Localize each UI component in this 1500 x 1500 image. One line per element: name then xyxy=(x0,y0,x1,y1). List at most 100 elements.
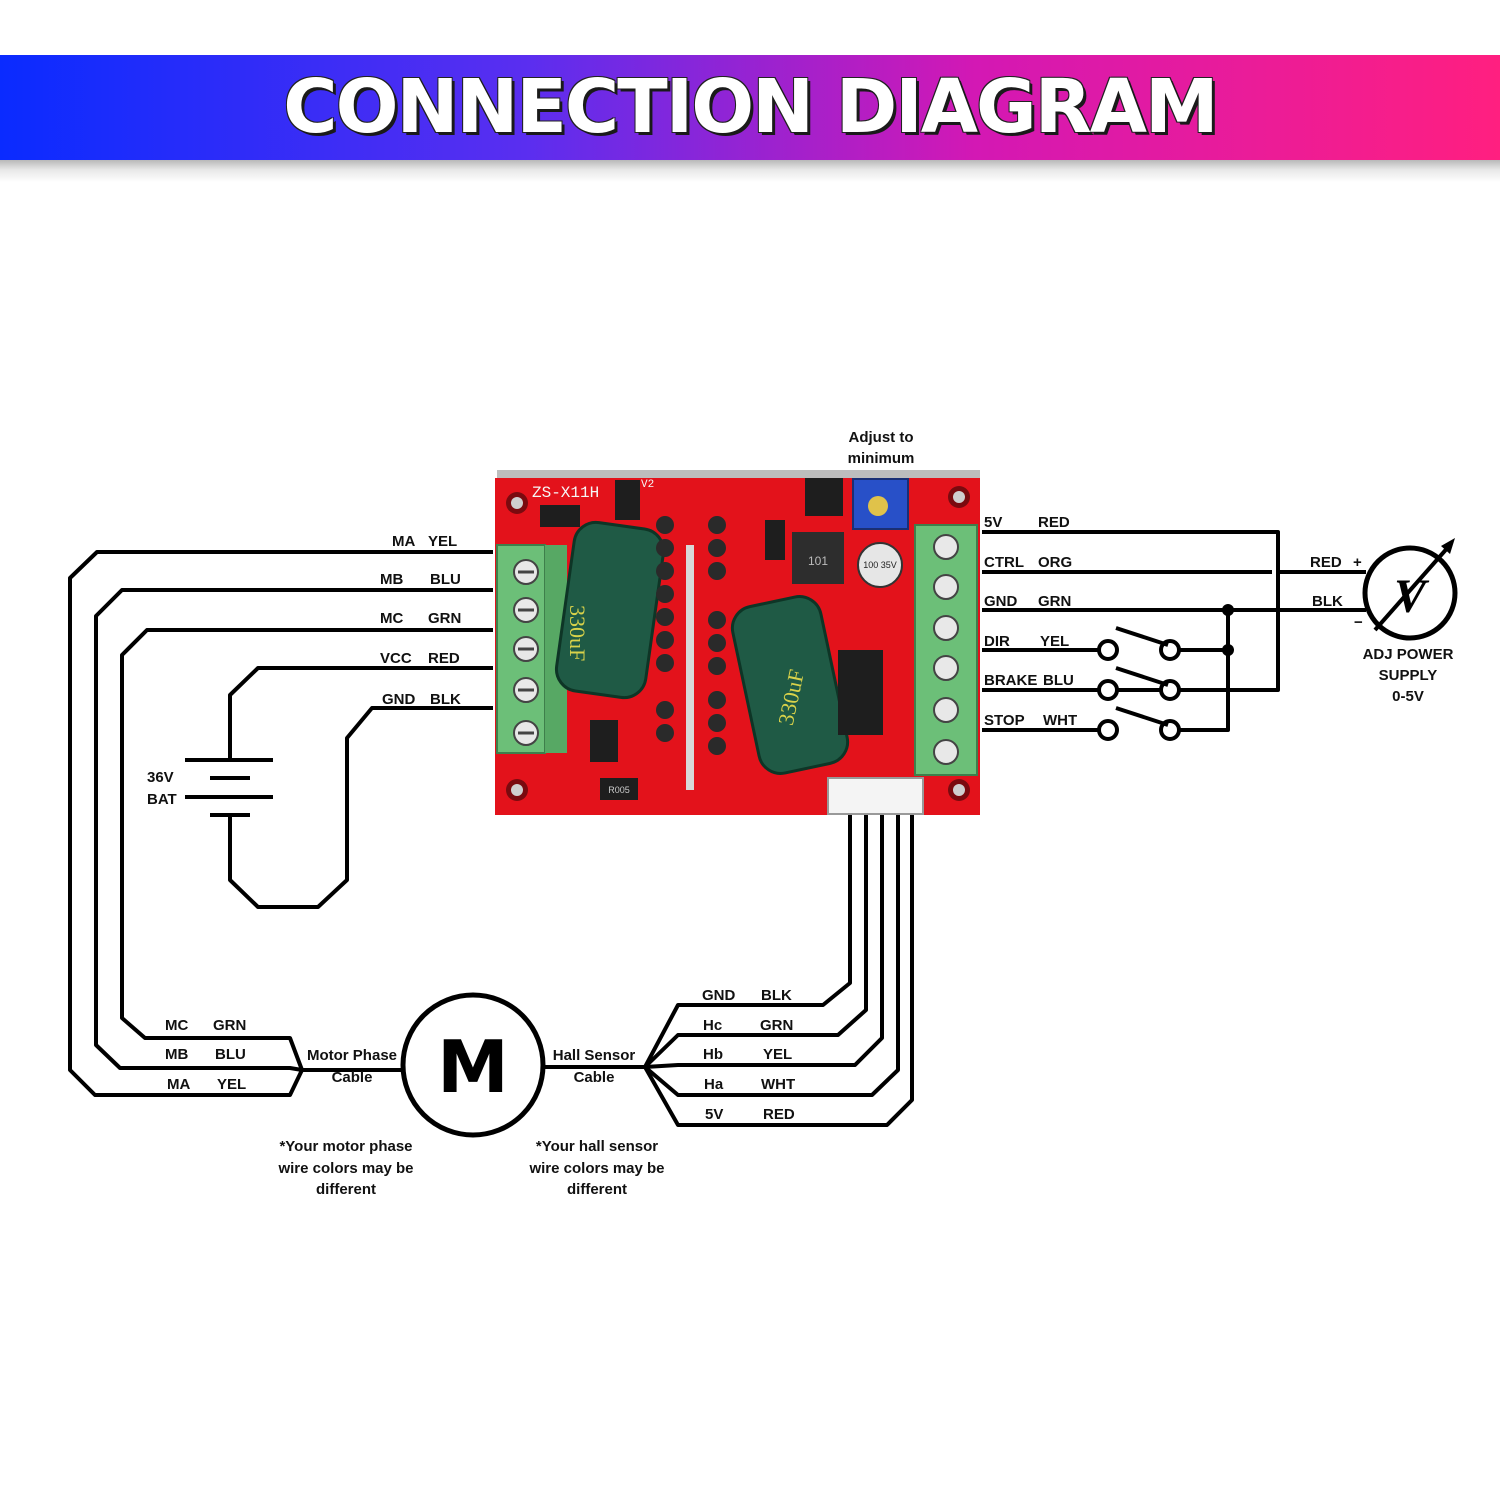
board-model: ZS-X11H xyxy=(532,484,599,502)
term-ctrl-color: ORG xyxy=(1038,554,1072,571)
pot-note-line1: Adjust to xyxy=(849,429,914,446)
term-5v-pin: 5V xyxy=(984,514,1002,531)
banner-shadow xyxy=(0,160,1500,182)
term-brake-color: BLU xyxy=(1043,672,1074,689)
small-capacitor-label: 100 35V xyxy=(863,560,897,570)
hall-note-line3: different xyxy=(567,1181,627,1198)
phase-caption-1: Motor Phase xyxy=(307,1047,397,1064)
board-version: V2 xyxy=(641,479,654,491)
diode-smd xyxy=(540,505,580,527)
hall-5v-pin: 5V xyxy=(705,1106,723,1123)
supply-minus-sign: − xyxy=(1354,614,1363,631)
term-dir-pin: DIR xyxy=(984,633,1010,650)
page-title: CONNECTION DIAGRAM xyxy=(283,64,1218,150)
term-gnd2-color: GRN xyxy=(1038,593,1071,610)
mount-hole xyxy=(511,497,523,509)
term-mb-pin: MB xyxy=(380,571,403,588)
mount-hole xyxy=(953,784,965,796)
inductor-label: 101 xyxy=(808,554,828,568)
battery-label: BAT xyxy=(147,791,177,808)
supply-caption-2: SUPPLY xyxy=(1379,667,1438,684)
term-ma-pin: MA xyxy=(392,533,415,550)
transistor-smd xyxy=(590,720,618,762)
motor-terminal-block-side xyxy=(545,545,567,753)
pot-note-line2: minimum xyxy=(848,450,915,467)
phase-mb-color: BLU xyxy=(215,1046,246,1063)
term-vcc-color: RED xyxy=(428,650,460,667)
term-brake-pin: BRAKE xyxy=(984,672,1037,689)
battery-symbol xyxy=(185,758,273,817)
hall-hb-pin: Hb xyxy=(703,1046,723,1063)
term-5v-color: RED xyxy=(1038,514,1070,531)
battery-voltage: 36V xyxy=(147,769,174,786)
phase-note-line3: different xyxy=(316,1181,376,1198)
hall-ha-pin: Ha xyxy=(704,1076,724,1093)
control-terminal-block xyxy=(914,524,978,776)
title-banner xyxy=(0,55,1500,160)
control-wires xyxy=(982,530,1366,732)
hall-gnd-pin: GND xyxy=(702,987,736,1004)
heatsink-bar xyxy=(686,545,694,790)
regulator-ic xyxy=(805,478,843,516)
motor-terminal-screws xyxy=(513,559,539,746)
term-ma-color: YEL xyxy=(428,533,457,550)
hall-caption-2: Cable xyxy=(574,1069,615,1086)
term-mc-color: GRN xyxy=(428,610,461,627)
supply-caption-3: 0-5V xyxy=(1392,688,1424,705)
term-stop-color: WHT xyxy=(1043,712,1077,729)
adj-power-supply: V xyxy=(1362,538,1458,641)
term-gnd2-pin: GND xyxy=(984,593,1018,610)
phase-mc-pin: MC xyxy=(165,1017,188,1034)
svg-text:330uF: 330uF xyxy=(565,605,590,661)
motor-phase-wires xyxy=(68,550,493,1097)
mosfet-rows xyxy=(656,516,726,755)
hall-5v-color: RED xyxy=(763,1106,795,1123)
hall-note-line2: wire colors may be xyxy=(528,1160,664,1177)
term-stop-pin: STOP xyxy=(984,712,1025,729)
control-terminal-screws xyxy=(933,534,959,765)
shunt-resistor-label: R005 xyxy=(608,785,630,795)
hall-note-line1: *Your hall sensor xyxy=(536,1138,658,1155)
phase-caption-2: Cable xyxy=(332,1069,373,1086)
hall-hb-color: YEL xyxy=(763,1046,792,1063)
mount-hole xyxy=(953,491,965,503)
inductor xyxy=(792,532,844,584)
hall-sensor-wires xyxy=(545,815,914,1127)
battery-wires xyxy=(228,666,493,909)
mount-hole xyxy=(511,784,523,796)
controller-board: ZS-X11H V2 33 xyxy=(495,470,980,815)
supply-plus-sign: + xyxy=(1353,554,1362,571)
small-capacitor xyxy=(857,542,903,588)
supply-plus-label: RED xyxy=(1310,554,1342,571)
phase-ma-color: YEL xyxy=(217,1076,246,1093)
hall-hc-pin: Hc xyxy=(703,1017,722,1034)
term-gnd-pin: GND xyxy=(382,691,416,708)
term-ctrl-pin: CTRL xyxy=(984,554,1024,571)
phase-note-line2: wire colors may be xyxy=(277,1160,413,1177)
voltage-symbol: V xyxy=(1394,570,1430,623)
phase-mc-color: GRN xyxy=(213,1017,246,1034)
hall-connector xyxy=(827,777,924,815)
switches xyxy=(1097,626,1181,741)
term-mc-pin: MC xyxy=(380,610,403,627)
phase-ma-pin: MA xyxy=(167,1076,190,1093)
capacitor-right: 330uF xyxy=(730,595,850,775)
term-gnd-color: BLK xyxy=(430,691,461,708)
term-dir-color: YEL xyxy=(1040,633,1069,650)
motor-symbol: M xyxy=(437,1025,509,1109)
hall-caption-1: Hall Sensor xyxy=(553,1047,636,1064)
phase-mb-pin: MB xyxy=(165,1046,188,1063)
supply-caption-1: ADJ POWER xyxy=(1363,646,1454,663)
transistor-smd xyxy=(615,480,640,520)
hall-gnd-color: BLK xyxy=(761,987,792,1004)
term-vcc-pin: VCC xyxy=(380,650,412,667)
driver-ic xyxy=(838,650,883,735)
motor: M xyxy=(400,992,546,1138)
phase-note-line1: *Your motor phase xyxy=(279,1138,412,1155)
potentiometer-knob xyxy=(868,496,888,516)
diode xyxy=(765,520,785,560)
term-mb-color: BLU xyxy=(430,571,461,588)
capacitor-left: 330uF xyxy=(554,520,666,700)
supply-minus-label: BLK xyxy=(1312,593,1343,610)
